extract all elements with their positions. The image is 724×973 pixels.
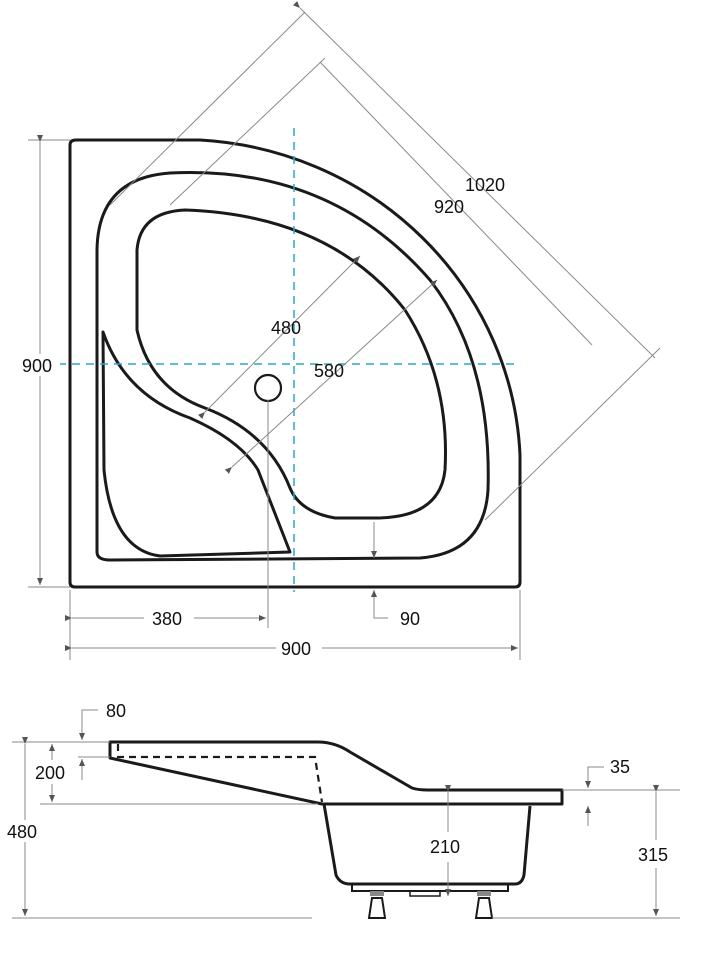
outer-outline <box>68 138 522 589</box>
dim-480-diag: 480 <box>271 318 301 338</box>
dim-200: 200 <box>35 763 65 783</box>
leg-left <box>367 891 387 919</box>
dim-35: 35 <box>610 757 630 777</box>
dim-580-diag: 580 <box>314 361 344 381</box>
dim-315: 315 <box>638 845 668 865</box>
side-view: 480 200 80 35 210 315 <box>5 701 680 919</box>
top-view: 1020 920 480 580 900 380 900 90 <box>20 0 661 660</box>
dim-900-width: 900 <box>281 639 311 659</box>
tub-profile <box>108 740 564 806</box>
inner-rim <box>95 170 490 562</box>
dim-1020: 1020 <box>465 175 505 195</box>
dim-80: 80 <box>106 701 126 721</box>
dim-920: 920 <box>434 197 464 217</box>
leg-right <box>474 891 494 919</box>
dim-380: 380 <box>152 609 182 629</box>
basin-side <box>322 803 532 886</box>
dim-90: 90 <box>400 609 420 629</box>
dim-210: 210 <box>430 837 460 857</box>
dim-900-height: 900 <box>22 356 52 376</box>
hidden-seat-line <box>116 744 324 803</box>
drain-trap <box>409 890 441 897</box>
drain <box>253 373 283 403</box>
dim-480-height: 480 <box>7 822 37 842</box>
